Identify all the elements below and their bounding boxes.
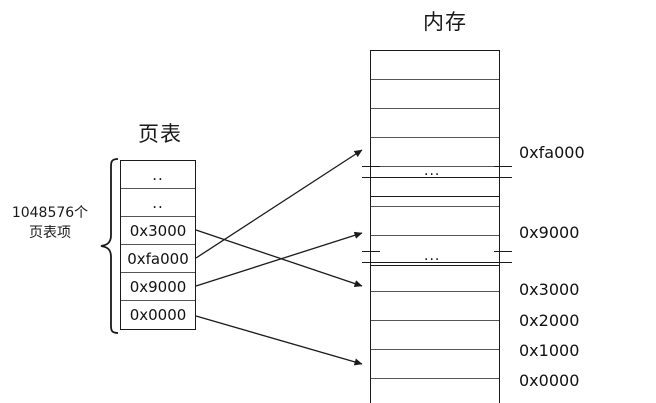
page-table-row: 0x0000 bbox=[129, 306, 187, 324]
break-mark-right-upper-2 bbox=[494, 251, 512, 252]
memory-row bbox=[371, 292, 499, 321]
break-mark-left-upper-2 bbox=[362, 251, 380, 252]
mapping-arrow-0x9000-to-0x9000 bbox=[195, 231, 363, 287]
page-table-title: 页表 bbox=[138, 122, 182, 146]
memory-row bbox=[371, 51, 499, 80]
memory-segment-middle bbox=[370, 177, 500, 266]
memory-address-label: 0x3000 bbox=[519, 280, 580, 299]
break-mark-right-lower-2 bbox=[494, 262, 512, 263]
entry-count-line-1: 1048576个 bbox=[11, 205, 89, 221]
memory-row bbox=[371, 178, 499, 207]
memory-segment-top bbox=[370, 50, 500, 197]
memory-row bbox=[371, 138, 499, 167]
page-table-row: 0x3000 bbox=[121, 217, 195, 245]
memory-address-label: 0x2000 bbox=[519, 311, 580, 330]
memory-address-label: 0x0000 bbox=[519, 371, 580, 390]
memory-ellipsis-lower: ... bbox=[424, 248, 441, 264]
memory-row bbox=[371, 80, 499, 109]
memory-row bbox=[371, 109, 499, 138]
memory-row bbox=[371, 321, 499, 350]
memory-row bbox=[371, 379, 499, 403]
page-table-row: 0x9000 bbox=[121, 273, 195, 301]
memory-row bbox=[371, 207, 499, 236]
memory-address-label: 0x9000 bbox=[519, 223, 580, 242]
page-table-row: .. bbox=[121, 161, 195, 189]
memory-row bbox=[371, 263, 499, 292]
page-table-row: .. bbox=[121, 189, 195, 217]
memory-ellipsis-upper: ... bbox=[424, 163, 441, 179]
entry-count-line-2: 页表项 bbox=[29, 225, 71, 241]
break-mark-right-lower bbox=[494, 177, 512, 178]
memory-title: 内存 bbox=[423, 10, 467, 34]
mapping-arrow-0xfa000-to-0xfa000 bbox=[195, 149, 363, 259]
page-table-row: 0xfa000 bbox=[121, 245, 195, 273]
page-table-box: .. .. 0x3000 0xfa000 0x9000 0x0000 bbox=[120, 160, 196, 330]
memory-address-label: 0x1000 bbox=[519, 341, 580, 360]
memory-address-label: 0xfa000 bbox=[519, 143, 585, 162]
memory-segment-bottom bbox=[370, 262, 500, 403]
break-mark-left-upper bbox=[362, 166, 380, 167]
mapping-arrow-0x0000-to-0x0000 bbox=[195, 315, 363, 366]
mapping-arrow-0x3000-to-0x3000 bbox=[195, 229, 363, 288]
page-table-brace bbox=[98, 157, 122, 339]
memory-row bbox=[371, 350, 499, 379]
break-mark-right-upper bbox=[494, 166, 512, 167]
page-table-entry-count-label: 1048576个 页表项 bbox=[2, 203, 98, 243]
